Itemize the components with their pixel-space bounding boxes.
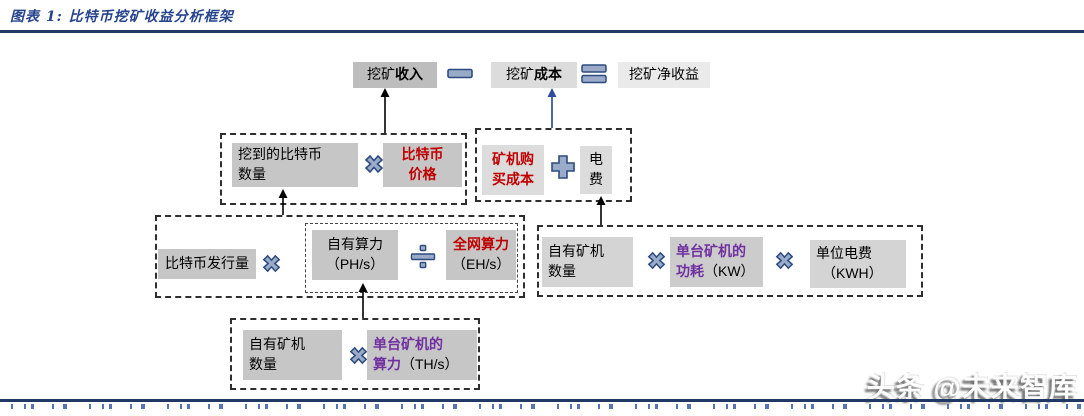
btc-price-line2: 价格 [408, 166, 437, 182]
mining-revenue-bold: 收入 [395, 66, 423, 83]
net-profit-box: 挖矿净收益 [618, 62, 710, 88]
up-arrow-to-cost [547, 88, 557, 128]
power-cost-group-frame [537, 225, 923, 297]
up-arrow-to-revenue [380, 88, 390, 133]
unit-electricity-line2: （KWH） [822, 265, 883, 281]
electricity-fee-box: 电 费 [580, 146, 612, 194]
network-hashrate-box: 全网算力 （EH/s） [446, 230, 516, 280]
mining-cost-prefix: 挖矿 [506, 66, 534, 83]
miner-power-line2-em: 功耗 [676, 263, 704, 279]
own-miners-count-line1: 自有矿机 [249, 336, 305, 353]
miner-power-box: 单台矿机的 功耗（KW） [670, 237, 763, 287]
miner-purchase-line1: 矿机购 [492, 151, 534, 168]
hashshare-group-frame [155, 215, 525, 298]
miner-hashrate-line2-unit: （TH/s） [401, 356, 459, 372]
own-miners-count-box: 自有矿机 数量 [243, 330, 342, 380]
divide-icon [410, 244, 436, 269]
mining-cost-box: 挖矿成本 [491, 62, 577, 88]
miner-hashrate-box: 单台矿机的 算力（TH/s） [367, 330, 477, 380]
mined-btc-line2: 数量 [238, 166, 266, 182]
own-hashrate-line1: 自有算力 [327, 236, 383, 253]
multiply-icon [773, 249, 796, 272]
equals-icon [581, 63, 607, 85]
own-miners-count-line1: 自有矿机 [548, 243, 604, 260]
clipped-text-row [0, 404, 1084, 409]
btc-price-line1: 比特币 [401, 146, 444, 163]
unit-electricity-box: 单位电费 （KWH） [810, 240, 906, 288]
hash-ratio-frame [305, 223, 518, 293]
btc-issuance-label: 比特币发行量 [165, 255, 249, 272]
figure-caption: 图表 1: 比特币挖矿收益分析框架 [10, 9, 234, 25]
btc-issuance-box: 比特币发行量 [158, 249, 256, 279]
mining-cost-bold: 成本 [534, 66, 562, 83]
multiply-icon [347, 344, 370, 367]
unit-electricity-line1: 单位电费 [816, 245, 872, 262]
multiply-icon [645, 249, 668, 272]
own-miners-count-line2: 数量 [249, 356, 277, 372]
miner-power-line1: 单台矿机的 [676, 243, 746, 260]
own-miners-count-line2: 数量 [548, 263, 576, 279]
bottom-divider [0, 399, 1084, 402]
btc-price-box: 比特币 价格 [383, 143, 462, 187]
watermark: 头条 @未来智库 [866, 372, 1078, 403]
top-divider [0, 30, 1084, 33]
electricity-fee-line2: 费 [589, 171, 603, 187]
miner-hashrate-line1: 单台矿机的 [373, 336, 443, 353]
revenue-group-frame [220, 133, 467, 205]
own-hashrate-box: 自有算力 （PH/s） [312, 230, 398, 280]
miner-power-line2-unit: （KW） [704, 263, 755, 279]
miner-purchase-box: 矿机购 买成本 [482, 145, 544, 195]
plus-icon [549, 153, 577, 181]
mining-revenue-prefix: 挖矿 [367, 66, 395, 83]
multiply-icon [362, 152, 386, 176]
minus-icon [447, 67, 473, 80]
network-hashrate-line1: 全网算力 [453, 236, 509, 253]
own-hash-group-frame [230, 318, 480, 390]
own-miners-count-box: 自有矿机 数量 [542, 237, 633, 287]
multiply-icon [260, 252, 283, 275]
electricity-fee-line1: 电 [589, 151, 603, 168]
mining-revenue-box: 挖矿收入 [353, 62, 437, 88]
miner-hashrate-line2-em: 算力 [373, 356, 401, 372]
mined-btc-line1: 挖到的比特币 [238, 146, 322, 163]
miner-purchase-line2: 买成本 [492, 171, 534, 187]
net-profit-label: 挖矿净收益 [629, 66, 699, 83]
mined-btc-box: 挖到的比特币 数量 [232, 143, 358, 187]
cost-group-frame [475, 128, 632, 202]
own-hashrate-line2: （PH/s） [325, 256, 385, 272]
network-hashrate-line2: （EH/s） [452, 256, 511, 272]
